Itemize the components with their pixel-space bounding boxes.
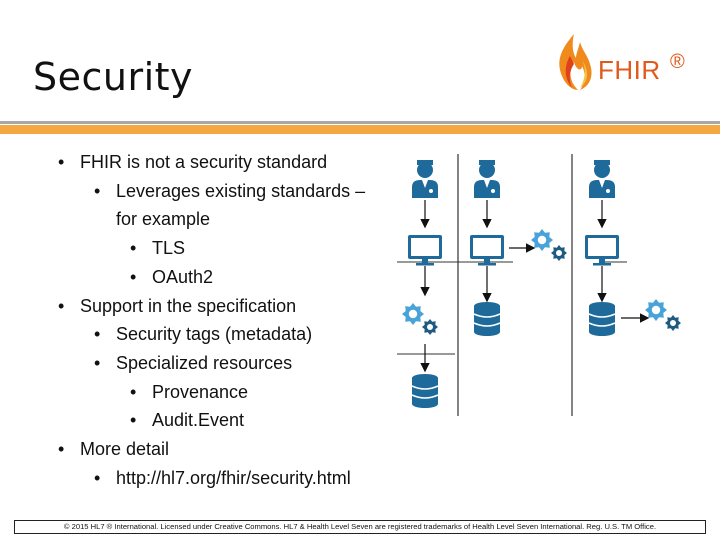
bullet-item: • Audit.Event [130, 406, 244, 434]
bullet-text: OAuth2 [152, 266, 214, 287]
gears-icon [402, 303, 438, 335]
title-divider-orange [0, 125, 720, 134]
bullet-item: • Support in the specification [58, 292, 296, 320]
bullet-item: • OAuth2 [130, 263, 213, 291]
flame-icon [559, 34, 592, 90]
bullet-text: Security tags (metadata) [116, 324, 313, 345]
bullet-text: Audit.Event [152, 410, 245, 431]
bullet-item: • TLS [130, 234, 185, 262]
logo-registered-mark: ® [670, 51, 685, 73]
bullet-item: • Leverages existing standards – [94, 177, 365, 205]
bullet-text: FHIR is not a security standard [80, 152, 328, 172]
doctor-icon [589, 160, 615, 198]
gears-icon [645, 299, 681, 331]
gears-icon [531, 229, 567, 261]
bullet-item: • http://hl7.org/fhir/security.html [94, 464, 351, 492]
bullet-text: Specialized resources [116, 352, 293, 373]
bullet-dot: • [130, 266, 137, 287]
bullet-dot: • [130, 410, 137, 431]
bullet-text: More detail [80, 439, 170, 459]
security-diagram [397, 154, 681, 416]
database-icon [588, 302, 616, 336]
bullet-item: • Specialized resources [94, 349, 292, 377]
bullet-dot: • [94, 352, 101, 373]
database-icon [411, 374, 439, 408]
fhir-logo: FHIR ® [552, 32, 702, 94]
bullet-dot: • [94, 324, 101, 345]
bullet-dot: • [130, 381, 137, 402]
doctor-icon [412, 160, 438, 198]
logo-text: FHIR [598, 55, 661, 85]
copyright-footer: © 2015 HL7 ® International. Licensed und… [14, 520, 706, 534]
bullet-text: Provenance [152, 381, 249, 402]
bullet-text: Support in the specification [80, 295, 297, 316]
bullet-item: • FHIR is not a security standard [58, 148, 327, 176]
bullet-item: • Security tags (metadata) [94, 320, 312, 348]
database-icon [473, 302, 501, 336]
bullet-item: for example [116, 205, 210, 233]
bullet-dot: • [94, 467, 101, 488]
monitor-icon [408, 235, 442, 266]
monitor-icon [470, 235, 504, 266]
title-divider-gray [0, 121, 720, 124]
slide-title: Security [33, 55, 194, 99]
bullet-dot: • [58, 439, 65, 459]
monitor-icon [585, 235, 619, 266]
bullet-item: • More detail [58, 435, 169, 463]
doctor-icon [474, 160, 500, 198]
bullet-text: TLS [152, 238, 186, 259]
bullet-dot: • [130, 238, 137, 259]
bullet-text: http://hl7.org/fhir/security.html [116, 467, 351, 488]
bullet-dot: • [94, 180, 101, 201]
bullet-text: for example [116, 209, 211, 230]
bullet-item: • Provenance [130, 378, 248, 406]
bullet-dot: • [58, 152, 65, 172]
bullet-text: Leverages existing standards – [116, 180, 366, 201]
bullet-dot: • [58, 295, 65, 316]
